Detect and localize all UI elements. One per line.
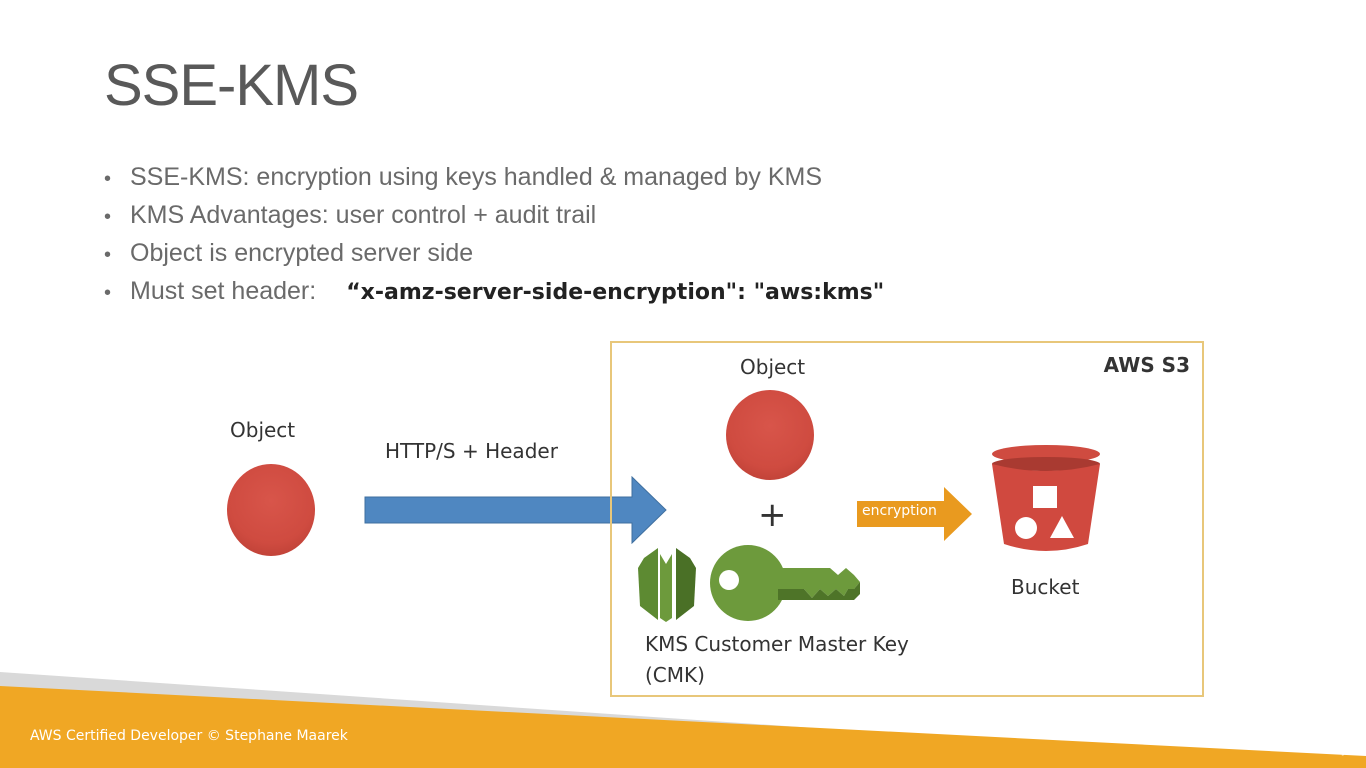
client-object-circle (227, 464, 315, 556)
transfer-label: HTTP/S + Header (385, 439, 558, 463)
bucket-icon (992, 445, 1100, 551)
bucket-label: Bucket (1011, 575, 1080, 599)
transfer-arrow (364, 476, 667, 544)
bullet-item: • Object is encrypted server side (104, 234, 884, 272)
bullet-text: Object is encrypted server side (130, 239, 474, 267)
key-icon (710, 545, 860, 621)
bullet-text: Must set header: (130, 277, 317, 305)
s3-object-circle (726, 390, 814, 480)
aws-s3-label: AWS S3 (1103, 353, 1190, 377)
udemy-watermark: Udemy (1305, 742, 1348, 756)
header-code: “x-amz-server-side-encryption": "aws:kms… (346, 280, 885, 305)
bullet-dot: • (104, 206, 112, 228)
bullet-text: KMS Advantages: user control + audit tra… (130, 201, 597, 229)
plus-sign: + (758, 495, 787, 535)
bullet-dot: • (104, 244, 112, 266)
bullet-item: • KMS Advantages: user control + audit tr… (104, 196, 884, 234)
bullet-text: SSE-KMS: encryption using keys handled &… (130, 163, 823, 191)
footer-copyright: AWS Certified Developer © Stephane Maare… (30, 728, 348, 744)
encryption-arrow (857, 487, 972, 541)
footer-band (0, 672, 1366, 768)
bullet-item: • Must set header: “x-amz-server-side-encr… (104, 272, 884, 310)
encryption-label: encryption (862, 503, 937, 519)
s3-object-label: Object (740, 355, 806, 379)
bullet-dot: • (104, 282, 112, 304)
aws-s3-box: AWS S3 (610, 341, 1204, 697)
kms-shield-icon (638, 548, 696, 622)
slide-title: SSE-KMS (104, 53, 359, 118)
bullet-dot: • (104, 168, 112, 190)
kms-label-line2: (CMK) (645, 663, 705, 687)
bullet-list: • SSE-KMS: encryption using keys handled … (104, 158, 884, 310)
kms-label-line1: KMS Customer Master Key (645, 632, 909, 656)
bullet-item: • SSE-KMS: encryption using keys handled … (104, 158, 884, 196)
client-object-label: Object (230, 418, 296, 442)
